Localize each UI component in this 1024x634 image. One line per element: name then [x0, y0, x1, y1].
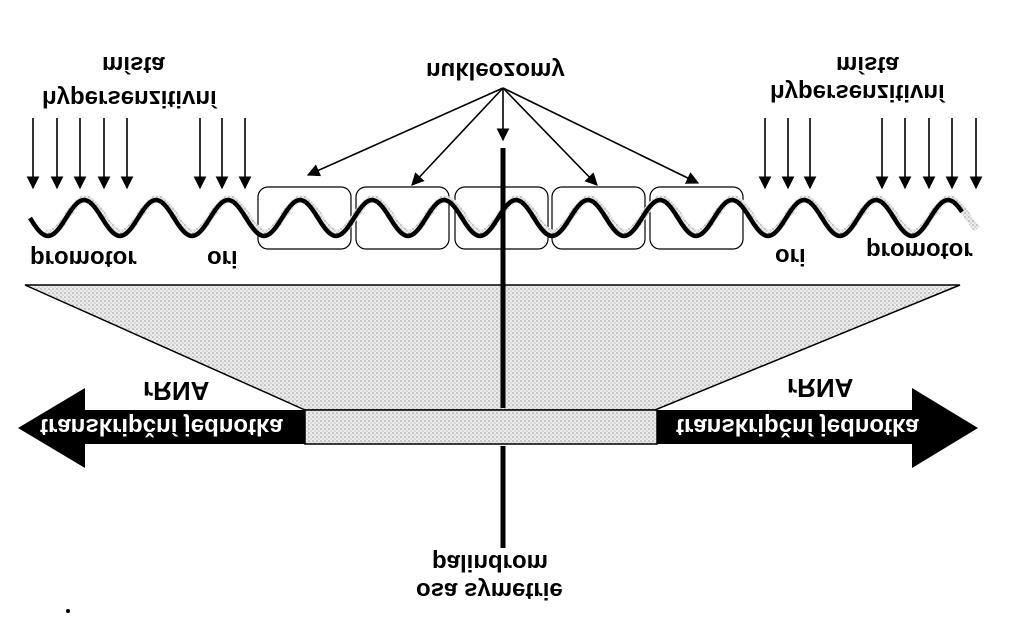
stray-dot [66, 609, 70, 613]
nucleosome-box-5 [649, 186, 744, 250]
transcription-unit-right-label: transkripční jednotka [676, 413, 919, 440]
nucleosome-pointer-5 [502, 87, 700, 184]
hs-right-label-line1: místa [836, 51, 899, 78]
ori-left-label: ori [207, 245, 238, 272]
symmetry-axis-label: osa symetrie [416, 577, 563, 604]
nucleosome-pointers [306, 87, 700, 186]
hs-right-label-line2: hypersenzitivní [770, 79, 945, 106]
hs-left-label-line2: hypersenzitivní [42, 85, 217, 112]
rrna-left-label: rRNA [143, 376, 210, 406]
hs-left-label-line1: místa [102, 51, 165, 78]
transcription-unit-arrow-right [657, 388, 978, 468]
nucleosome-pointer-1 [306, 87, 504, 177]
ori-right-label: ori [775, 243, 806, 270]
nucleosome-pointer-4 [502, 87, 598, 186]
dna-strand-dark [28, 197, 964, 239]
palindrome-label: palindrom [432, 549, 549, 576]
transcription-unit-arrow-left [18, 388, 305, 468]
hypersensitive-arrows [26, 118, 983, 190]
nucleosomes-label: nukleozomy [426, 57, 565, 84]
promoter-right-label: promotor [866, 237, 973, 264]
transcription-unit-left-label: transkripční jednotka [40, 413, 283, 440]
spacer-bar [304, 409, 658, 445]
promoter-left-label: promotor [30, 245, 137, 272]
rrna-right-label: rRNA [787, 373, 854, 403]
nucleosome-pointer-2 [411, 87, 504, 186]
